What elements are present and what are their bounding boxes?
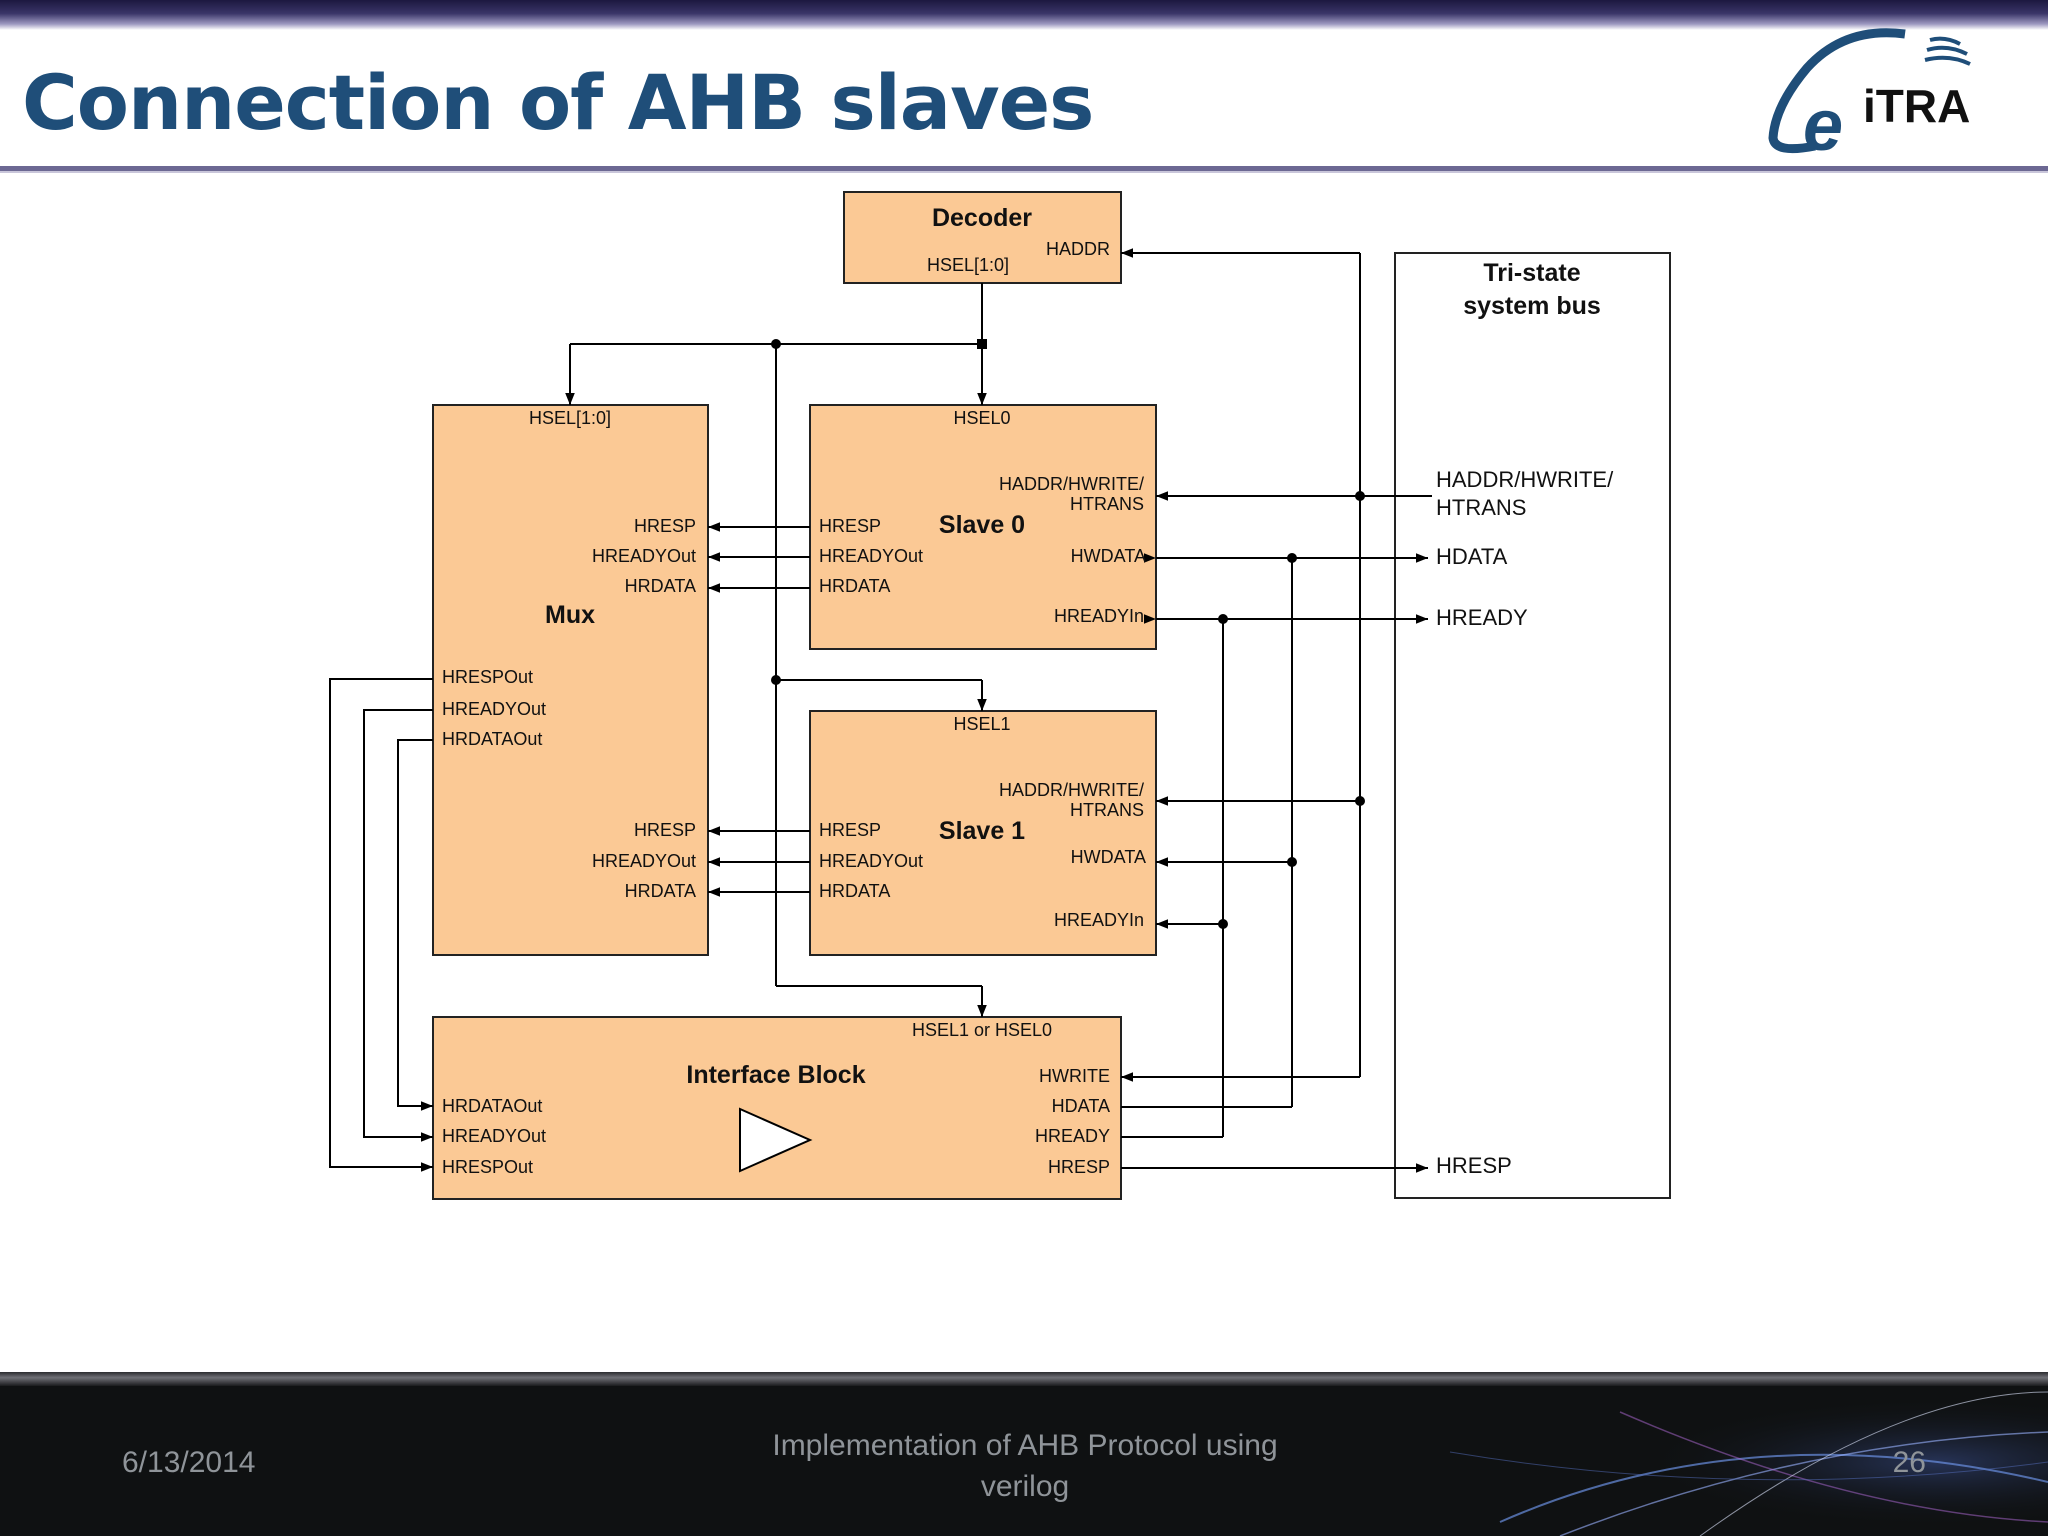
- footer-divider: [0, 1372, 2048, 1386]
- mux-out-hrdataout: HRDATAOut: [442, 729, 542, 749]
- interface-hdata: HDATA: [1052, 1096, 1110, 1116]
- tristate-hdata: HDATA: [1436, 544, 1508, 569]
- tristate-hresp: HRESP: [1436, 1153, 1512, 1178]
- slave0-hsel: HSEL0: [953, 408, 1010, 428]
- top-decorative-band: [0, 0, 2048, 30]
- slave1-hreadyin: HREADYIn: [1054, 910, 1144, 930]
- svg-text:iTRA: iTRA: [1863, 80, 1970, 132]
- tristate-hready: HREADY: [1436, 605, 1528, 630]
- mux-in1-hresp: HRESP: [634, 820, 696, 840]
- interface-name: Interface Block: [686, 1061, 865, 1089]
- labels: Decoder HADDR HSEL[1:0] Tri-state system…: [442, 204, 1614, 1178]
- slave1-hresp: HRESP: [819, 820, 881, 840]
- decoder-haddr-label: HADDR: [1046, 239, 1110, 259]
- title-divider-shadow: [0, 171, 2048, 173]
- slave1-addr-2: HTRANS: [1070, 800, 1144, 820]
- interface-hsel: HSEL1 or HSEL0: [912, 1020, 1052, 1040]
- slave1-hrdata: HRDATA: [819, 881, 890, 901]
- slave1-name: Slave 1: [939, 817, 1025, 845]
- junction-dots: [771, 339, 1365, 929]
- buffer-triangle-icon: [739, 1107, 813, 1173]
- tristate-haddr-2: HTRANS: [1436, 495, 1526, 520]
- slave1-hwdata: HWDATA: [1071, 847, 1146, 867]
- mux-out-hreadyout: HREADYOut: [442, 699, 546, 719]
- eitra-logo: e iTRA: [1768, 28, 1971, 158]
- tristate-title-2: system bus: [1463, 292, 1601, 320]
- blocks: [432, 191, 1157, 1200]
- footer-title-line-1: Implementation of AHB Protocol using: [772, 1429, 1278, 1462]
- tristate-bus-block: [1394, 252, 1671, 1199]
- slave1-addr-1: HADDR/HWRITE/: [999, 780, 1144, 800]
- tristate-haddr-1: HADDR/HWRITE/: [1436, 467, 1614, 492]
- interface-hready: HREADY: [1035, 1126, 1110, 1146]
- slave0-addr-2: HTRANS: [1070, 494, 1144, 514]
- slave0-hresp: HRESP: [819, 516, 881, 536]
- svg-text:e: e: [1803, 86, 1843, 158]
- interface-in-hrdataout: HRDATAOut: [442, 1096, 542, 1116]
- footer-presentation-title: Implementation of AHB Protocol using ver…: [740, 1425, 1310, 1507]
- slave0-addr-1: HADDR/HWRITE/: [999, 474, 1144, 494]
- slave0-block: [809, 404, 1157, 650]
- mux-in1-hreadyout: HREADYOut: [592, 851, 696, 871]
- tristate-title-1: Tri-state: [1483, 259, 1580, 287]
- slave0-hreadyout: HREADYOut: [819, 546, 923, 566]
- interface-hresp: HRESP: [1048, 1157, 1110, 1177]
- slave0-name: Slave 0: [939, 511, 1025, 539]
- interface-block: [432, 1016, 1122, 1200]
- mux-in0-hrdata: HRDATA: [625, 576, 696, 596]
- ahb-slave-connection-diagram: Decoder HADDR HSEL[1:0] Tri-state system…: [329, 191, 1671, 1200]
- mux-block: [432, 404, 709, 956]
- mux-in0-hreadyout: HREADYOut: [592, 546, 696, 566]
- footer-title-line-2: verilog: [980, 1470, 1070, 1503]
- footer-light-streaks: [1300, 1372, 2048, 1536]
- mux-name: Mux: [545, 601, 595, 629]
- decoder-name: Decoder: [932, 204, 1032, 232]
- mux-in1-hrdata: HRDATA: [625, 881, 696, 901]
- slave0-hwdata: HWDATA: [1071, 546, 1146, 566]
- title-divider: [0, 166, 2048, 171]
- mux-in0-hresp: HRESP: [634, 516, 696, 536]
- interface-in-hrespout: HRESPOut: [442, 1157, 533, 1177]
- slide-number: 26: [1892, 1446, 1926, 1479]
- interface-in-hreadyout: HREADYOut: [442, 1126, 546, 1146]
- slave0-hreadyin: HREADYIn: [1054, 606, 1144, 626]
- decoder-block: [843, 191, 1122, 284]
- footer-date: 6/13/2014: [122, 1446, 256, 1479]
- slide-title: Connection of AHB slaves: [22, 58, 1094, 147]
- interface-hwrite: HWRITE: [1039, 1066, 1110, 1086]
- slave1-block: [809, 710, 1157, 956]
- footer-bar: [0, 1372, 2048, 1536]
- slave1-hsel: HSEL1: [953, 714, 1010, 734]
- slave0-hrdata: HRDATA: [819, 576, 890, 596]
- mux-hsel: HSEL[1:0]: [529, 408, 611, 428]
- wires: [329, 248, 1432, 1173]
- mux-out-hrespout: HRESPOut: [442, 667, 533, 687]
- slave1-hreadyout: HREADYOut: [819, 851, 923, 871]
- decoder-hsel-label: HSEL[1:0]: [927, 255, 1009, 275]
